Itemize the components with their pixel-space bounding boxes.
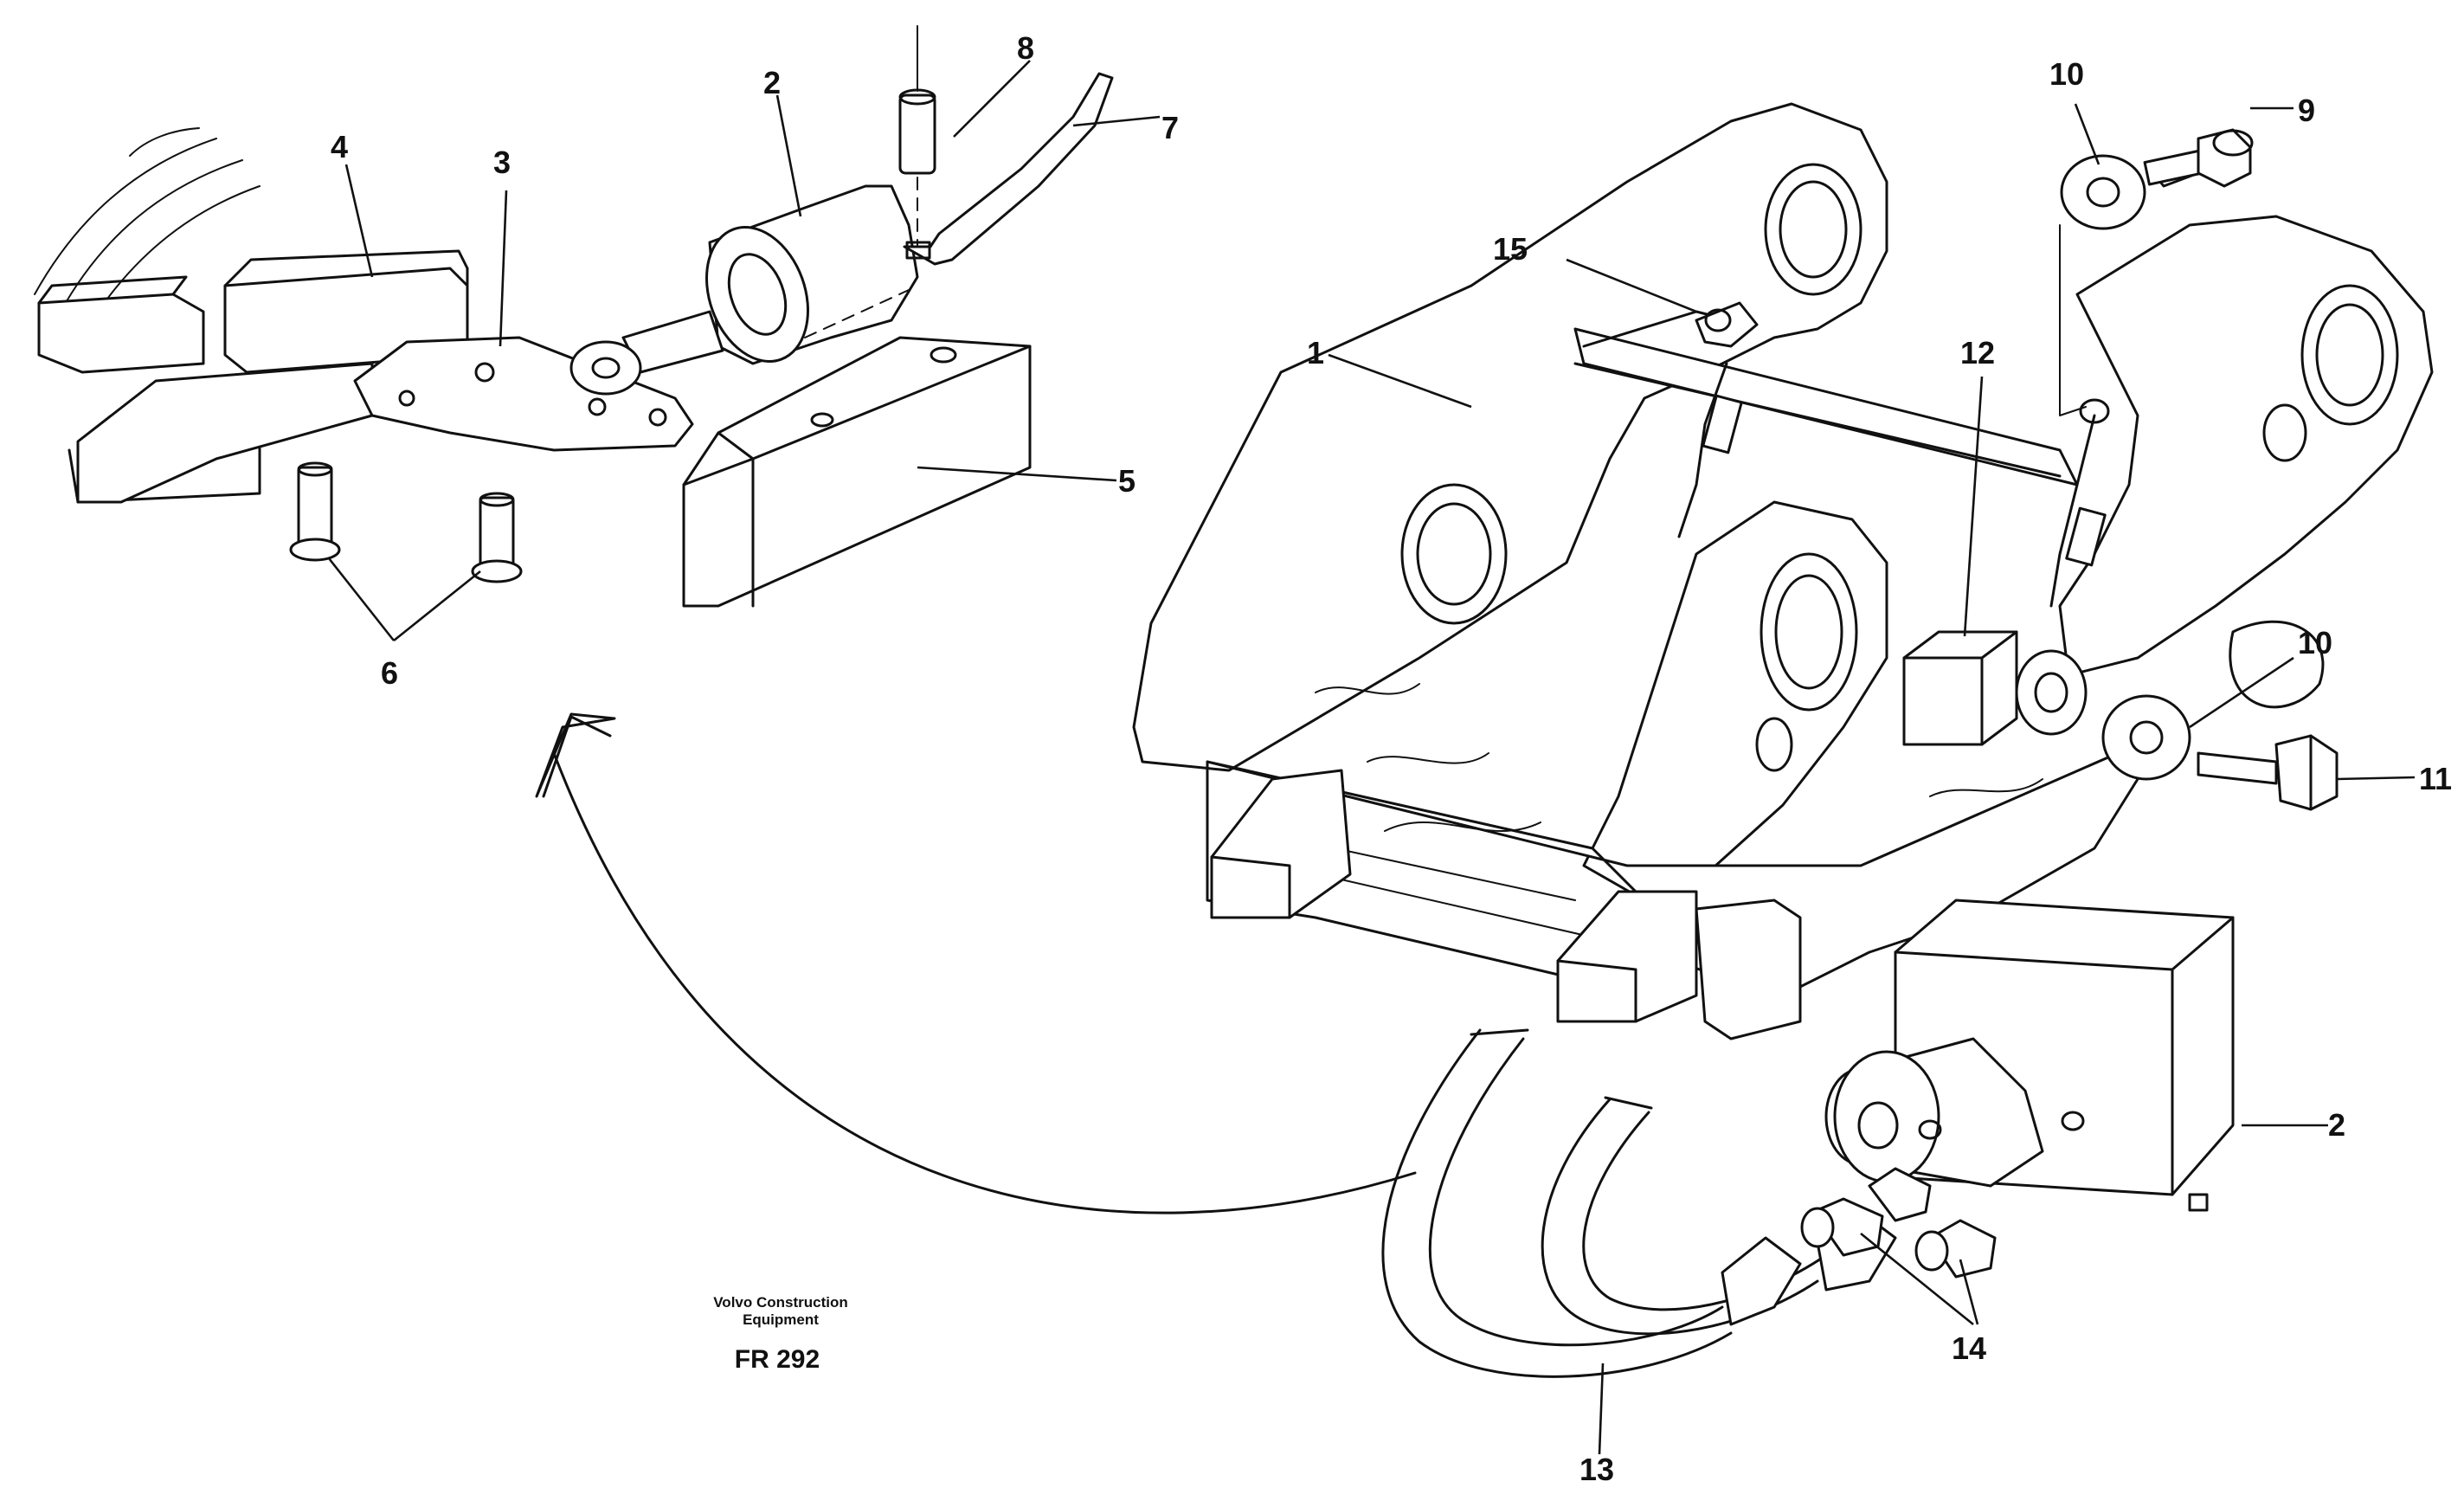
part-11-bolt	[2197, 734, 2339, 811]
callout-11: 11	[2419, 761, 2452, 796]
leader-lines	[327, 60, 2416, 1455]
part-12-lock-block	[1902, 630, 2018, 746]
callout-4: 4	[331, 129, 348, 164]
part-8-pin	[898, 25, 936, 252]
part-2-cylinder-left	[569, 184, 919, 396]
callout-12: 12	[1960, 335, 1995, 370]
figure-code: FR 292	[735, 1345, 820, 1374]
callout-6: 6	[381, 655, 398, 691]
part-5-wedge	[682, 336, 1032, 608]
part-15-fitting	[1695, 301, 1759, 348]
callout-13: 13	[1579, 1452, 1614, 1487]
callout-9: 9	[2298, 93, 2315, 128]
part-6-pins	[289, 461, 523, 583]
part-9-bolt	[2143, 128, 2254, 188]
quick-coupler-assembly	[1132, 102, 2434, 1378]
brand-line-2: Equipment	[743, 1311, 819, 1328]
part-3-plate	[353, 336, 694, 452]
callout-10-lower: 10	[2298, 625, 2332, 660]
callout-3: 3	[493, 145, 511, 180]
callout-15: 15	[1493, 231, 1528, 267]
caption-block: Volvo Construction Equipment FR 292	[713, 1294, 848, 1374]
callout-2-left: 2	[763, 65, 781, 100]
callout-labels: 1 2 2 3 4 5 6 7 8 9 10 10 11 12 13 14 15	[331, 30, 2452, 1487]
part-10-washer-lower	[2101, 694, 2191, 781]
callout-8: 8	[1017, 30, 1034, 66]
part-13-hoses	[1381, 1028, 1897, 1378]
part-7-lever	[903, 72, 1114, 266]
left-detail-assembly	[34, 25, 1114, 608]
callout-7: 7	[1161, 110, 1179, 145]
callout-10-upper: 10	[2049, 56, 2084, 92]
callout-5: 5	[1118, 463, 1135, 499]
part-10-washer-upper	[2059, 154, 2146, 416]
callout-14: 14	[1952, 1330, 1986, 1366]
direction-arrow	[535, 712, 1417, 1214]
callout-1: 1	[1307, 335, 1324, 370]
part-2-cylinder-right	[1824, 899, 2235, 1212]
brand-line-1: Volvo Construction	[713, 1294, 848, 1311]
callout-2-right: 2	[2328, 1107, 2345, 1143]
part-14-nipples	[1800, 1167, 1997, 1279]
